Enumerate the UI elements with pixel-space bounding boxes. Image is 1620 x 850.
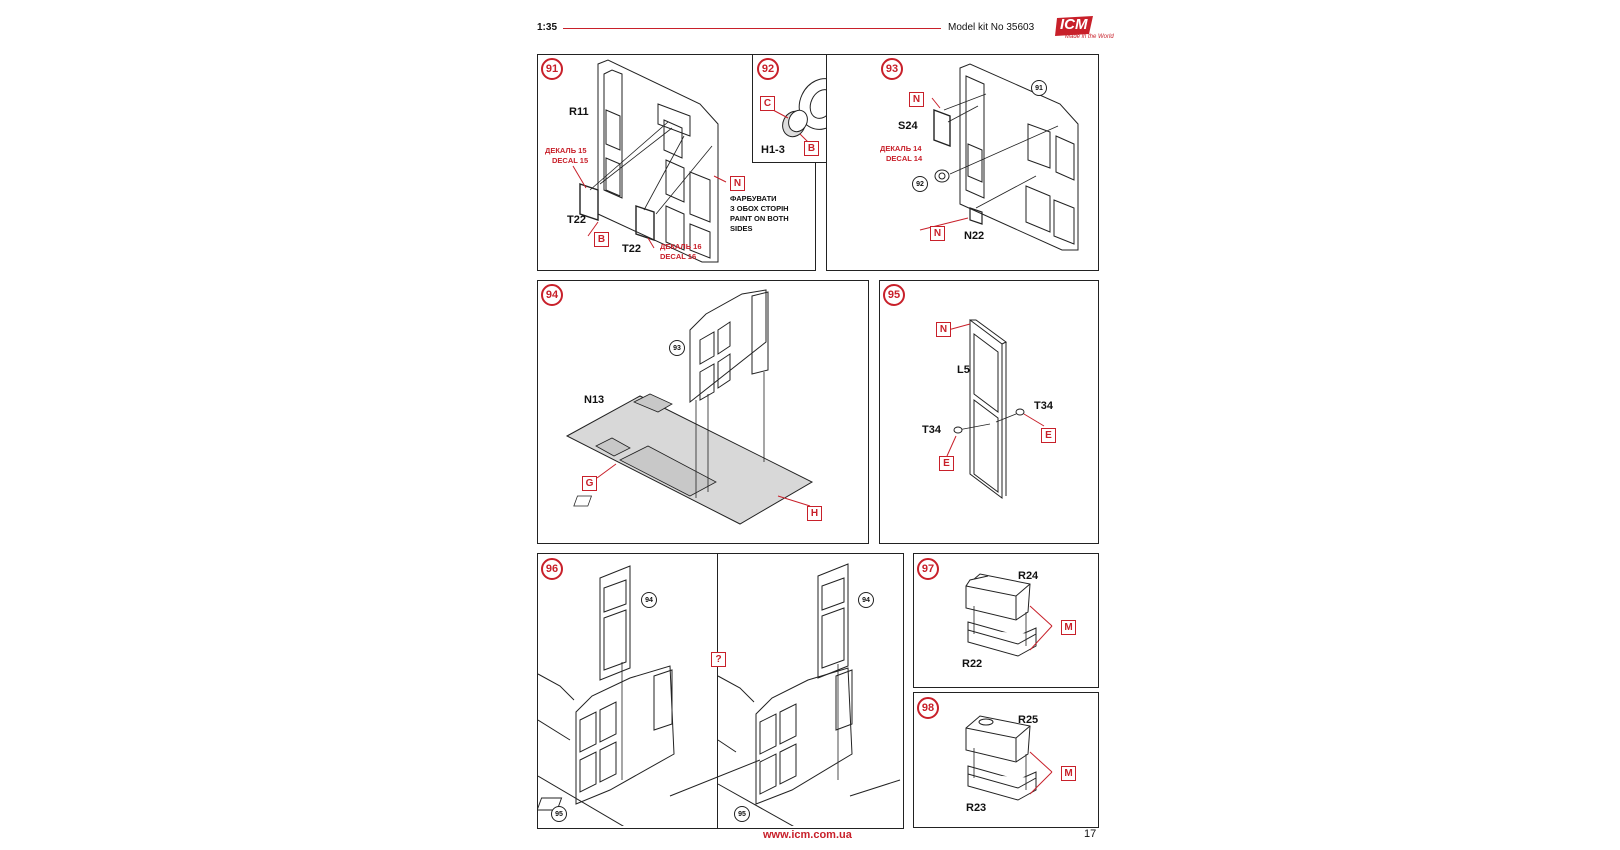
logo-slogan: Made in the World — [1065, 34, 1114, 40]
part-t34-right: T34 — [1034, 400, 1053, 412]
ref-95-right: 95 — [734, 806, 750, 822]
page-number: 17 — [1084, 828, 1097, 840]
ref-91: 91 — [1031, 80, 1047, 96]
step-96-divider — [717, 553, 718, 828]
paint-code-g: G — [582, 476, 597, 491]
ref-94-left: 94 — [641, 592, 657, 608]
part-n13: N13 — [584, 394, 605, 406]
step-97-badge: 97 — [917, 558, 939, 580]
part-s24: S24 — [898, 120, 918, 132]
scale-label: 1:35 — [537, 22, 558, 33]
paint-code-n: N — [730, 176, 745, 191]
paint-note-en-2: SIDES — [730, 224, 753, 233]
kit-number: Model kit No 35603 — [948, 22, 1035, 33]
paint-note-ua-2: З ОБОХ СТОРІН — [730, 204, 789, 213]
paint-code-b-92: B — [804, 141, 819, 156]
part-r23: R23 — [966, 802, 987, 814]
part-r11: R11 — [569, 106, 589, 118]
paint-code-e-right: E — [1041, 428, 1056, 443]
decal14-en: DECAL 14 — [886, 154, 923, 163]
footer-url-link[interactable]: www.icm.com.ua — [763, 829, 852, 841]
decal14-ua: ДЕКАЛЬ 14 — [880, 144, 922, 153]
paint-code-m-98: M — [1061, 766, 1076, 781]
part-t34-left: T34 — [922, 424, 941, 436]
step-94-badge: 94 — [541, 284, 563, 306]
part-t22b: T22 — [622, 243, 641, 255]
paint-code-c-92: C — [760, 96, 775, 111]
part-r25: R25 — [1018, 714, 1039, 726]
step-95-panel — [879, 280, 1099, 544]
paint-code-e-left: E — [939, 456, 954, 471]
part-n22: N22 — [964, 230, 985, 242]
ref-93: 93 — [669, 340, 685, 356]
ref-95-left: 95 — [551, 806, 567, 822]
paint-code-m-97: M — [1061, 620, 1076, 635]
decal15-en: DECAL 15 — [552, 156, 589, 165]
part-r24: R24 — [1018, 570, 1039, 582]
ref-92: 92 — [912, 176, 928, 192]
step-98-badge: 98 — [917, 697, 939, 719]
paint-code-n-93-top: N — [909, 92, 924, 107]
paint-note-ua-1: ФАРБУВАТИ — [730, 194, 777, 203]
decal15-ua: ДЕКАЛЬ 15 — [545, 146, 587, 155]
decal16-ua: ДЕКАЛЬ 16 — [660, 242, 702, 251]
part-r22: R22 — [962, 658, 983, 670]
part-l5: L5 — [957, 364, 970, 376]
icm-logo-icon — [1055, 16, 1093, 36]
step-92-badge: 92 — [757, 58, 779, 80]
decal16-en: DECAL 16 — [660, 252, 697, 261]
header-rule — [563, 28, 941, 29]
step-96-badge: 96 — [541, 558, 563, 580]
step-91-badge: 91 — [541, 58, 563, 80]
paint-code-h: H — [807, 506, 822, 521]
paint-code-n-95: N — [936, 322, 951, 337]
ref-94-right: 94 — [858, 592, 874, 608]
logo-text: ICM — [1060, 16, 1088, 33]
paint-note-en-1: PAINT ON BOTH — [730, 214, 789, 223]
part-t22a: T22 — [567, 214, 586, 226]
paint-code-b: B — [594, 232, 609, 247]
paint-code-n-93-bottom: N — [930, 226, 945, 241]
step-96-panel — [537, 553, 904, 829]
paint-code-unknown: ? — [711, 652, 726, 667]
step-95-badge: 95 — [883, 284, 905, 306]
step-93-badge: 93 — [881, 58, 903, 80]
part-h1-3: H1-3 — [761, 144, 785, 156]
